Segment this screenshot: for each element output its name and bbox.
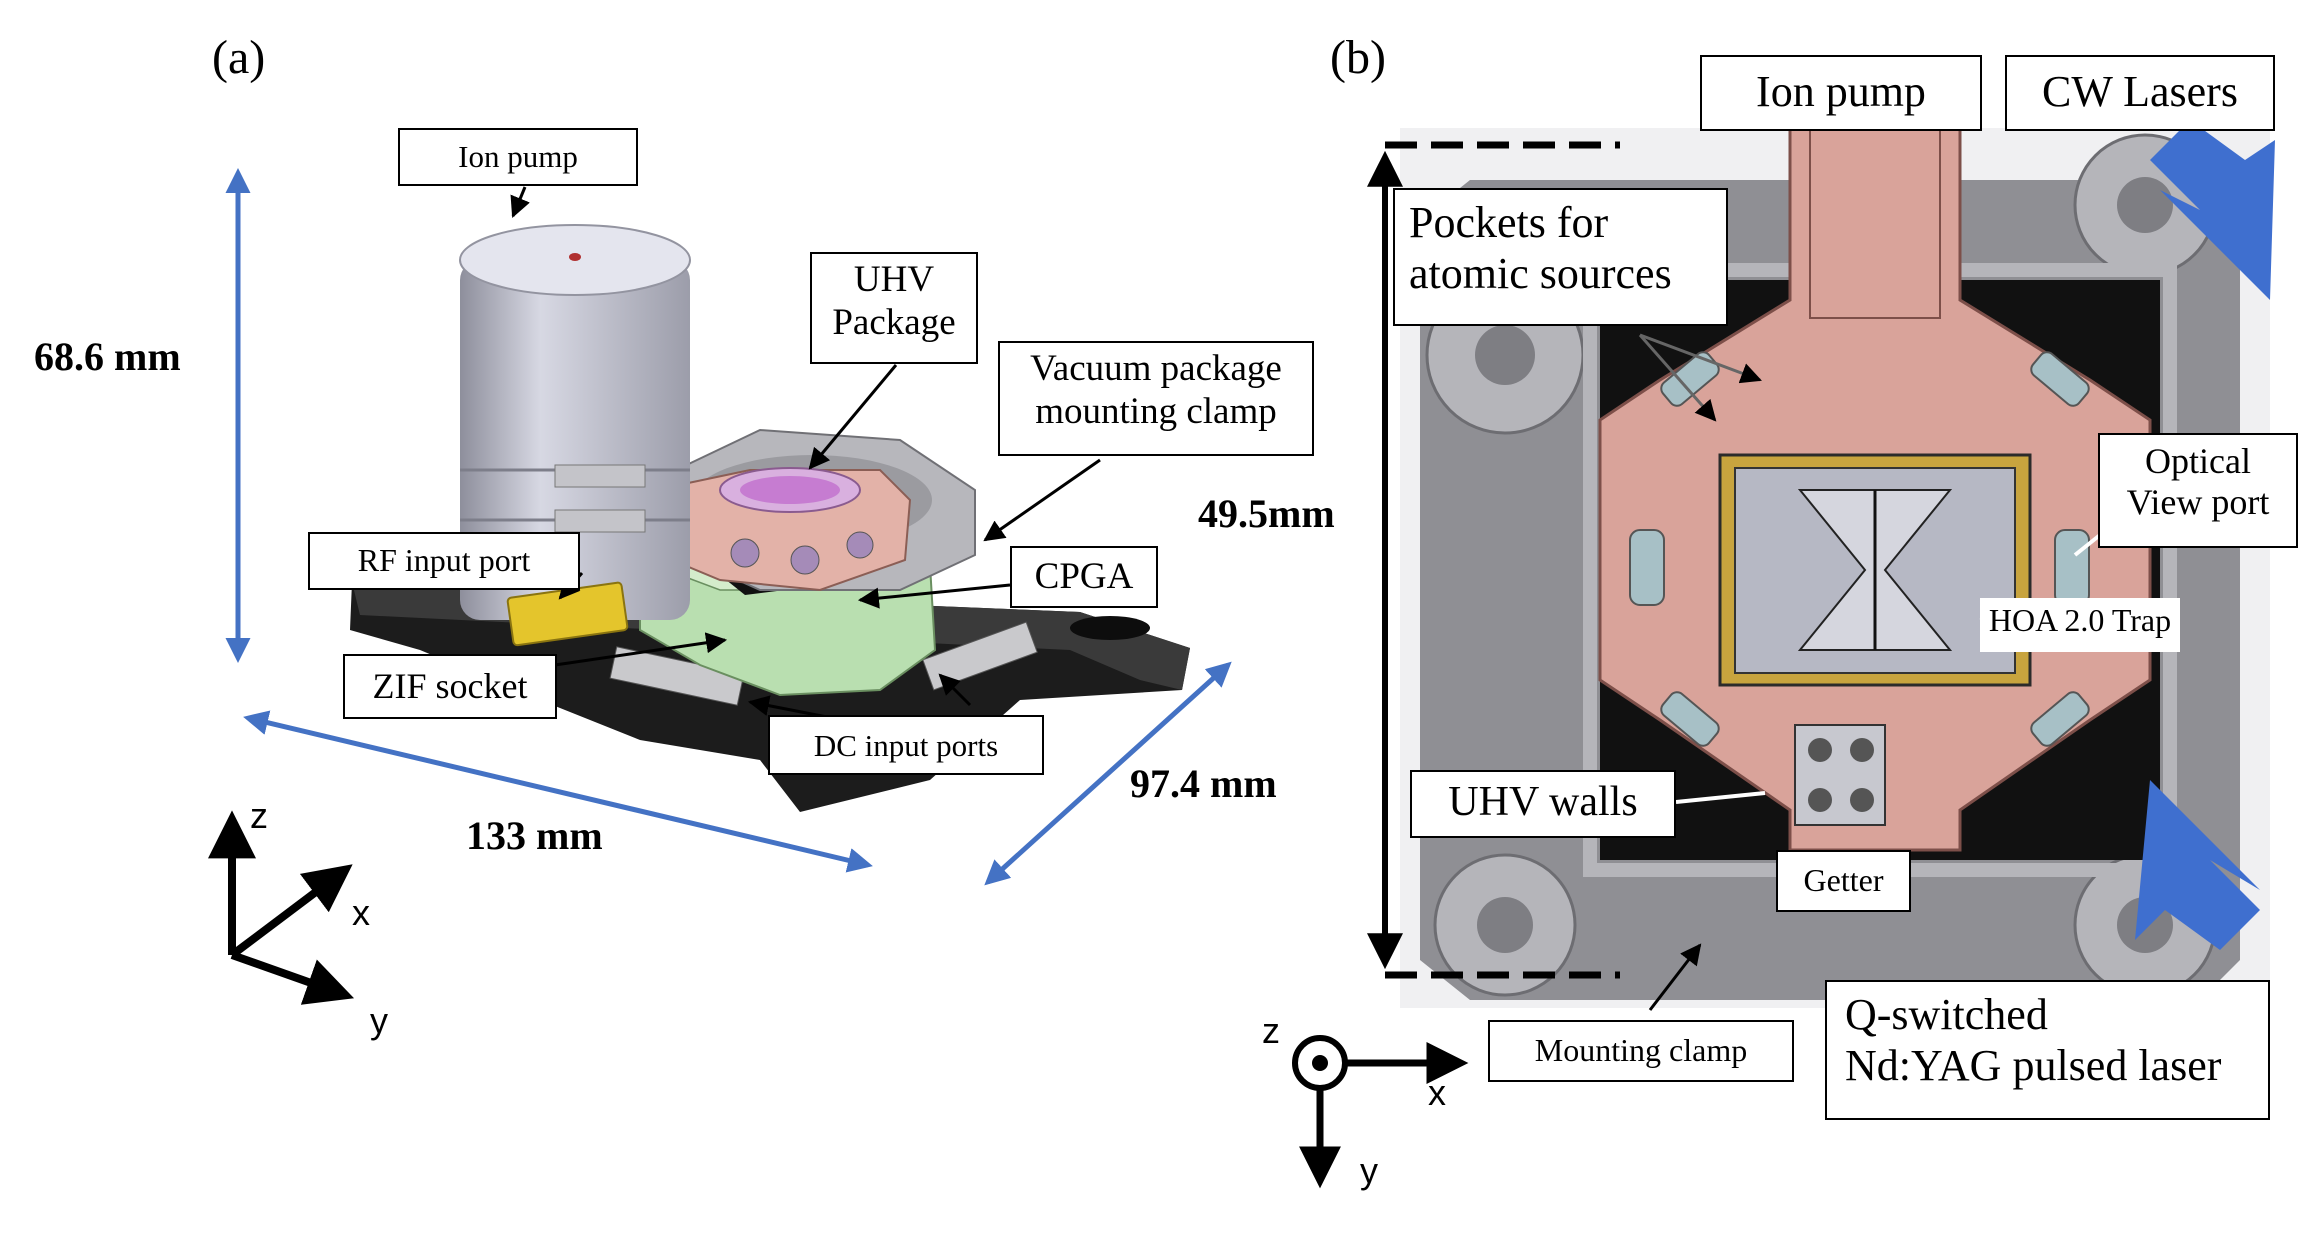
- panel-b-topview: [1400, 126, 2270, 1008]
- dim-height-b: 49.5mm: [1198, 491, 1335, 536]
- cw-laser-arrow: [2150, 120, 2275, 300]
- label-uhv-walls: UHV walls: [1410, 770, 1676, 838]
- dim-arrow-length: [243, 710, 873, 873]
- panel-b-tag: (b): [1330, 31, 1386, 84]
- axis-z-a: z: [250, 795, 268, 836]
- axis-z-b: z: [1262, 1010, 1280, 1051]
- dim-height-a: 68.6 mm: [34, 334, 181, 379]
- dim-arrow-width: [984, 661, 1232, 886]
- label-cw-lasers: CW Lasers: [2005, 55, 2275, 131]
- label-getter: Getter: [1776, 850, 1911, 912]
- dim-length-a: 133 mm: [466, 813, 603, 858]
- label-optical-line1: Optical: [2145, 441, 2251, 481]
- label-mounting-clamp-a: Vacuum package mounting clamp: [998, 341, 1314, 456]
- axes-a: [208, 810, 355, 1005]
- label-pulsed-laser: Q-switched Nd:YAG pulsed laser: [1825, 980, 2270, 1120]
- label-rf-port: RF input port: [308, 532, 580, 590]
- label-pockets-line2: atomic sources: [1409, 248, 1672, 298]
- label-clamp-line2: mounting clamp: [1035, 390, 1277, 432]
- axis-y-a: y: [370, 1000, 388, 1041]
- axes-b: [1292, 1035, 1469, 1189]
- axis-y-b: y: [1360, 1150, 1378, 1191]
- label-clamp-line1: Vacuum package: [1030, 348, 1282, 389]
- label-uhv-package: UHV Package: [810, 252, 978, 364]
- dc-port-left: [609, 646, 745, 706]
- label-hoa-trap: HOA 2.0 Trap: [1980, 598, 2180, 652]
- label-uhv-package-line1: UHV: [853, 259, 935, 300]
- axis-x-a: x: [352, 892, 370, 933]
- panel-a-tag: (a): [212, 31, 266, 84]
- getter-block: [1794, 724, 1886, 826]
- label-zif-socket: ZIF socket: [343, 654, 557, 719]
- label-optical-viewport: Optical View port: [2098, 433, 2298, 548]
- label-pulsed-line1: Q-switched: [1845, 990, 2048, 1039]
- label-ion-pump-a: Ion pump: [398, 128, 638, 186]
- label-pulsed-line2: Nd:YAG pulsed laser: [1845, 1040, 2222, 1090]
- dim-width-a: 97.4 mm: [1130, 761, 1277, 806]
- label-cpga: CPGA: [1010, 546, 1158, 608]
- label-mounting-clamp-b: Mounting clamp: [1488, 1020, 1794, 1082]
- label-uhv-package-line2: Package: [832, 301, 956, 343]
- label-pockets-line1: Pockets for: [1409, 198, 1609, 247]
- label-dc-ports: DC input ports: [768, 715, 1044, 775]
- axis-x-b: x: [1428, 1072, 1446, 1113]
- panel-a-assembly: [350, 224, 1190, 812]
- label-pockets: Pockets for atomic sources: [1393, 188, 1728, 326]
- label-ion-pump-b: Ion pump: [1700, 55, 1982, 131]
- label-optical-line2: View port: [2126, 482, 2270, 523]
- pulsed-laser-arrow: [2135, 780, 2260, 950]
